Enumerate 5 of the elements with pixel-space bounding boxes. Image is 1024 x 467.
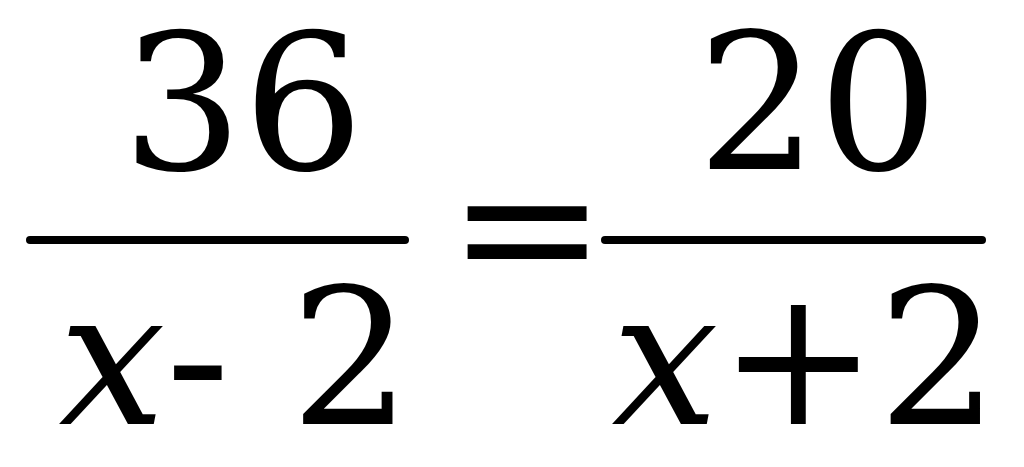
equals-sign: = [447,132,607,322]
numerator: 36 [122,9,364,199]
denominator: x- 2 [58,264,412,454]
numerator: 20 [697,9,939,199]
denominator: x+2 [611,264,999,454]
